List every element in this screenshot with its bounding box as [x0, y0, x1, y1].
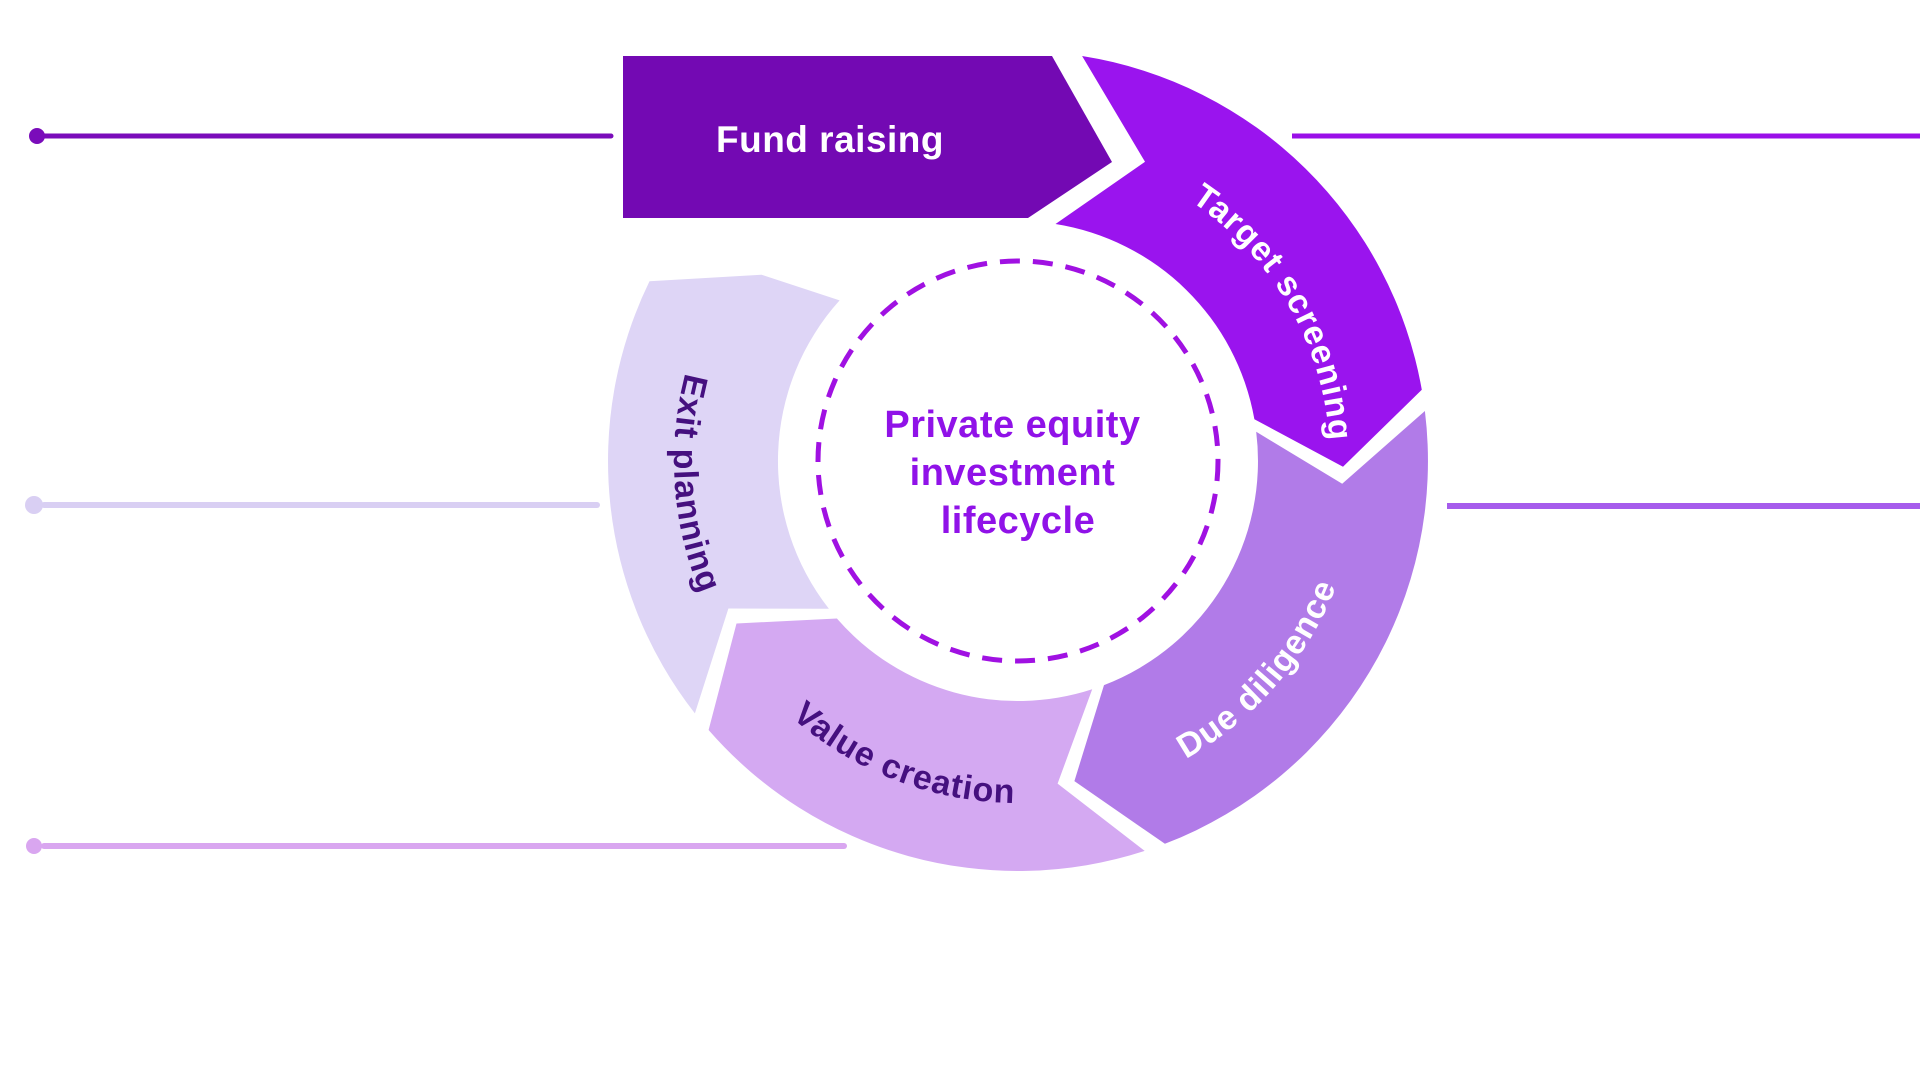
center-title-line-2: investment: [910, 452, 1116, 494]
fund-raising-banner: Fund raising: [623, 56, 1112, 218]
cycle-segments: [608, 56, 1428, 871]
segment-value-creation: [708, 618, 1145, 871]
fund-raising-label: Fund raising: [716, 119, 944, 160]
connector-dot-middle-left: [25, 496, 43, 514]
fund-raising-banner-shape: [623, 56, 1112, 218]
center-title: Private equity investment lifecycle: [884, 404, 1151, 542]
connector-dot-bottom-left: [26, 838, 42, 854]
center-title-line-3: lifecycle: [941, 500, 1096, 542]
segment-target-screening: [1055, 56, 1422, 467]
segment-due-diligence: [1074, 411, 1428, 844]
segment-exit-planning: [608, 274, 840, 714]
connector-dot-top-left: [29, 128, 45, 144]
dashed-center-circle: [815, 258, 1221, 664]
center-title-line-1: Private equity: [884, 404, 1140, 446]
connector-lines: [25, 128, 1920, 854]
